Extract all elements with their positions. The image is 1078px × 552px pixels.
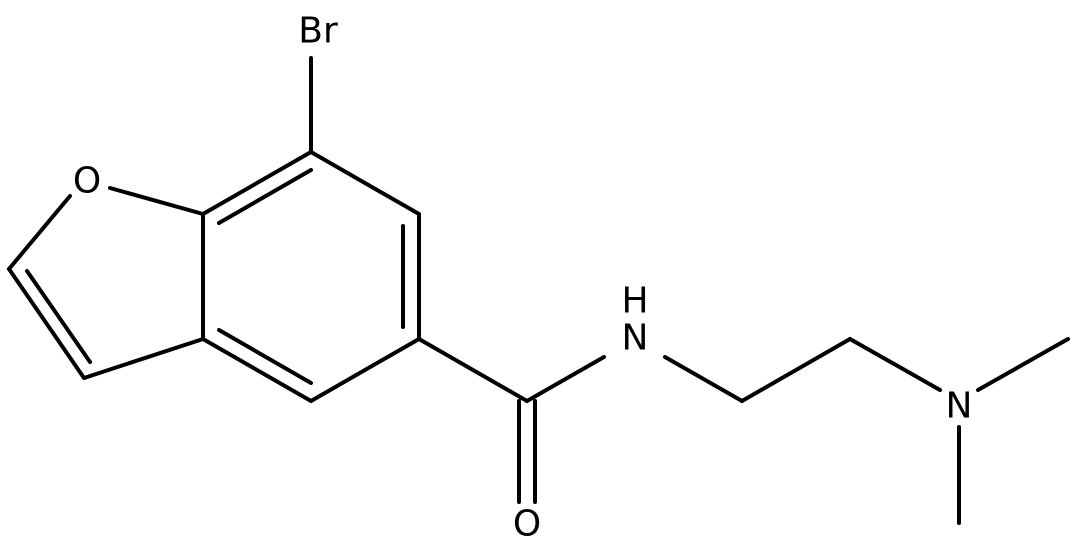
bromine-label: Br [298,11,338,52]
bond-ch2a-ch2b [740,337,852,403]
amine-nitrogen-label: N [946,386,973,427]
bond-c4-c3a-inner [217,328,313,385]
atom-labels: Br O H N O N [73,11,973,545]
bond-n-ch2a [663,355,744,403]
bond-c7a-o1 [108,186,205,216]
bond-carbonyl-n [525,355,606,403]
bond-c2-c3-inner [25,269,92,364]
bond-c7a-c7-inner [217,168,313,225]
bond-nme2-methyl-1 [976,337,1070,392]
furan-oxygen-label: O [73,161,101,202]
bonds [7,56,1070,525]
bond-o1-c2 [7,194,72,271]
amide-nitrogen-label: N [622,318,649,359]
bond-c7-c6 [309,150,421,216]
bond-c2-c3 [7,267,86,380]
bond-ch2b-nme2 [848,337,942,392]
carbonyl-oxygen-label: O [513,504,541,545]
amide-hydrogen-label: H [621,281,648,322]
bond-c3-c3a [82,337,205,380]
bond-c5-carbonyl [417,337,529,403]
bond-c7a-c7 [201,150,313,216]
bond-c4-c3a [201,337,313,403]
bond-c5-c4 [309,337,421,403]
